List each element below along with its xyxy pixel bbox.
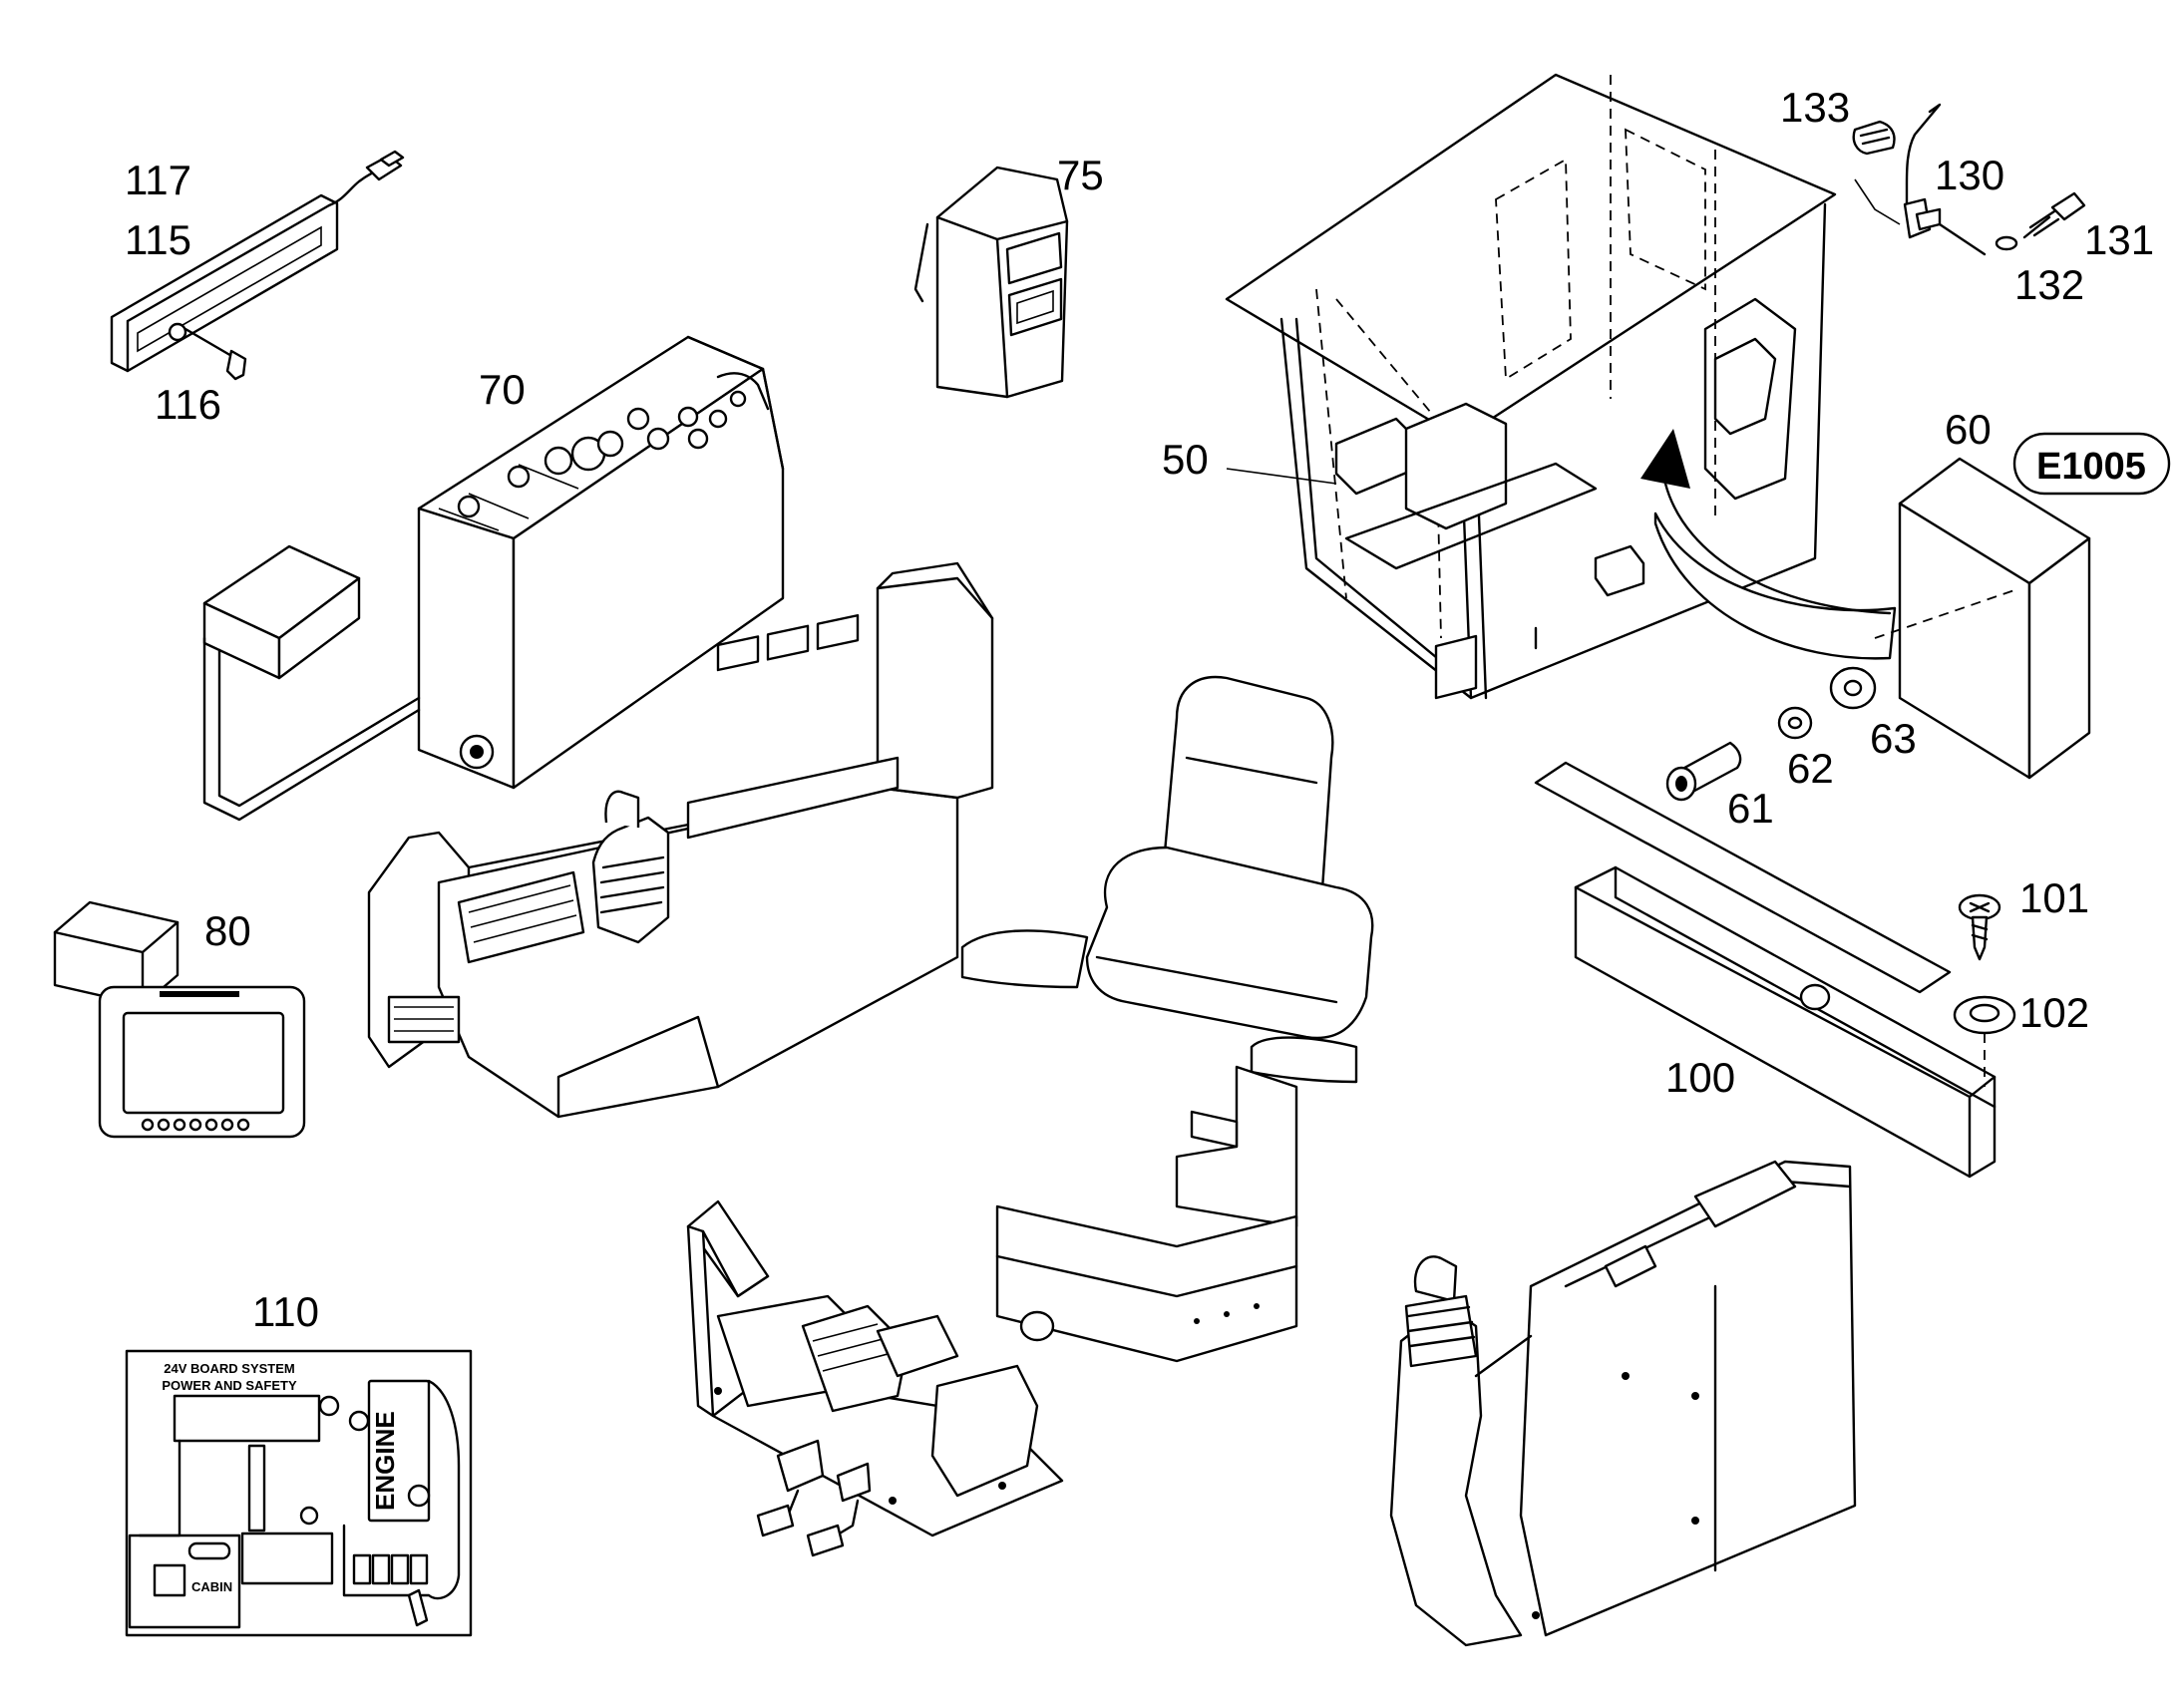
callout-100: 100 — [1665, 1054, 1735, 1101]
light-bar-part — [110, 150, 405, 373]
decal-title-line2: POWER AND SAFETY — [162, 1378, 297, 1393]
left-control-console-part — [367, 561, 994, 1119]
callout-116: 116 — [155, 381, 221, 428]
pedal-unit-part — [686, 1199, 1064, 1557]
callout-61: 61 — [1727, 785, 1774, 832]
callout-70: 70 — [479, 366, 526, 413]
callout-63: 63 — [1870, 715, 1917, 762]
grommet-102-part — [1953, 995, 2016, 1087]
screw-116-part — [183, 327, 247, 381]
callout-80: 80 — [204, 907, 251, 954]
callout-131: 131 — [2084, 216, 2154, 263]
screw-101-part — [1958, 893, 2001, 961]
console-70-part — [417, 335, 785, 790]
display-unit-75-part — [913, 166, 1069, 399]
trim-100-part — [1534, 761, 1997, 1179]
callout-115: 115 — [125, 216, 191, 263]
right-control-console-part — [1389, 1160, 1857, 1647]
decal-engine-label: ENGINE — [370, 1411, 400, 1511]
badge-code: E1005 — [2036, 446, 2146, 488]
callout-102: 102 — [2019, 989, 2089, 1036]
bracket-130-part — [1852, 103, 2086, 256]
callout-130: 130 — [1935, 152, 2004, 198]
callout-133: 133 — [1780, 84, 1850, 131]
reference-badge: E1005 — [2012, 432, 2171, 496]
armrest-box-part — [202, 544, 421, 822]
airflow-arrow — [1640, 429, 1897, 660]
callout-50: 50 — [1162, 436, 1209, 483]
callout-110: 110 — [252, 1288, 319, 1335]
cab-frame-part — [1225, 73, 1837, 700]
operator-seat-part — [960, 675, 1374, 1363]
callout-117: 117 — [125, 157, 191, 203]
decal-110-part: 24V BOARD SYSTEM POWER AND SAFETY ENGINE… — [125, 1349, 473, 1637]
callout-labels: 117 115 116 75 133 130 131 132 70 50 60 … — [125, 84, 2154, 1335]
decal-title-line1: 24V BOARD SYSTEM — [164, 1361, 294, 1376]
callout-101: 101 — [2019, 874, 2089, 921]
leader-lines — [1226, 178, 1901, 485]
callout-75: 75 — [1057, 152, 1104, 198]
decal-cabin-label: CABIN — [191, 1579, 232, 1594]
callout-132: 132 — [2014, 261, 2084, 308]
fasteners-61-63-part — [1665, 589, 2015, 802]
electrical-box-60-part — [1898, 457, 2091, 780]
monitor-80-part — [53, 900, 306, 1139]
callout-62: 62 — [1787, 745, 1834, 792]
callout-60: 60 — [1945, 406, 1992, 453]
